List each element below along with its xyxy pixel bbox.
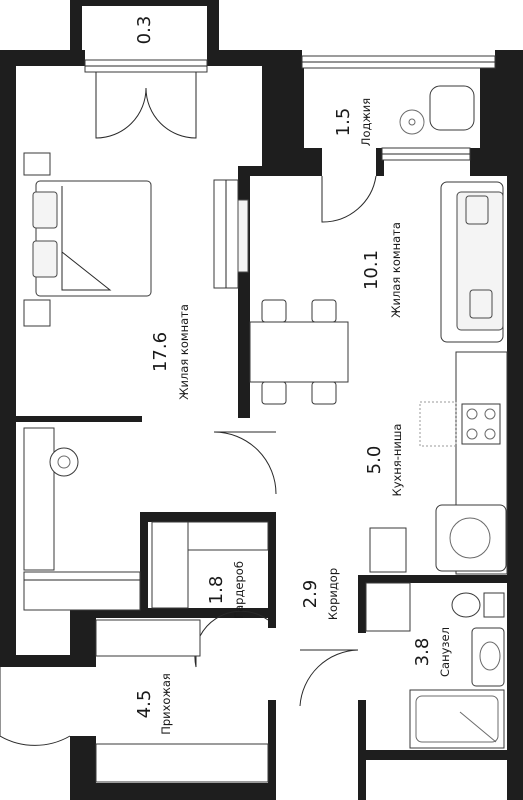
living1-name: Жилая комната [177,304,191,400]
bathroom-area: 3.8 [412,638,433,667]
hallway-area: 4.5 [134,690,155,719]
loggia-name: Лоджия [359,98,373,146]
kitchen-name: Кухня-ниша [390,424,404,497]
wardrobe-shelves [23,521,269,783]
hallway-name: Прихожая [159,673,173,735]
room-labels: 0.3 17.6 Жилая комната 1.5 Лоджия 10.1 Ж… [134,16,452,735]
kitchen-counter [369,351,508,575]
armchair [399,85,475,135]
washing-machine [23,427,79,571]
bathroom-name: Санузел [438,627,452,677]
windows [84,55,496,161]
kitchen-area: 5.0 [364,446,385,475]
living2-area: 10.1 [361,250,382,290]
loggia-area: 1.5 [333,108,354,137]
sofa [440,181,504,343]
doors [0,72,377,746]
bathroom-fixtures [365,582,505,749]
bed [23,152,152,327]
dining-set [249,299,349,405]
balcony-area: 0.3 [134,16,155,45]
corridor-name: Коридор [326,568,340,620]
corridor-area: 2.9 [300,580,321,609]
living2-name: Жилая комната [389,222,403,318]
tv-unit [213,179,249,289]
wardrobe-name: Гардероб [232,561,246,619]
living1-area: 17.6 [150,332,171,372]
wardrobe-area: 1.8 [206,576,227,605]
